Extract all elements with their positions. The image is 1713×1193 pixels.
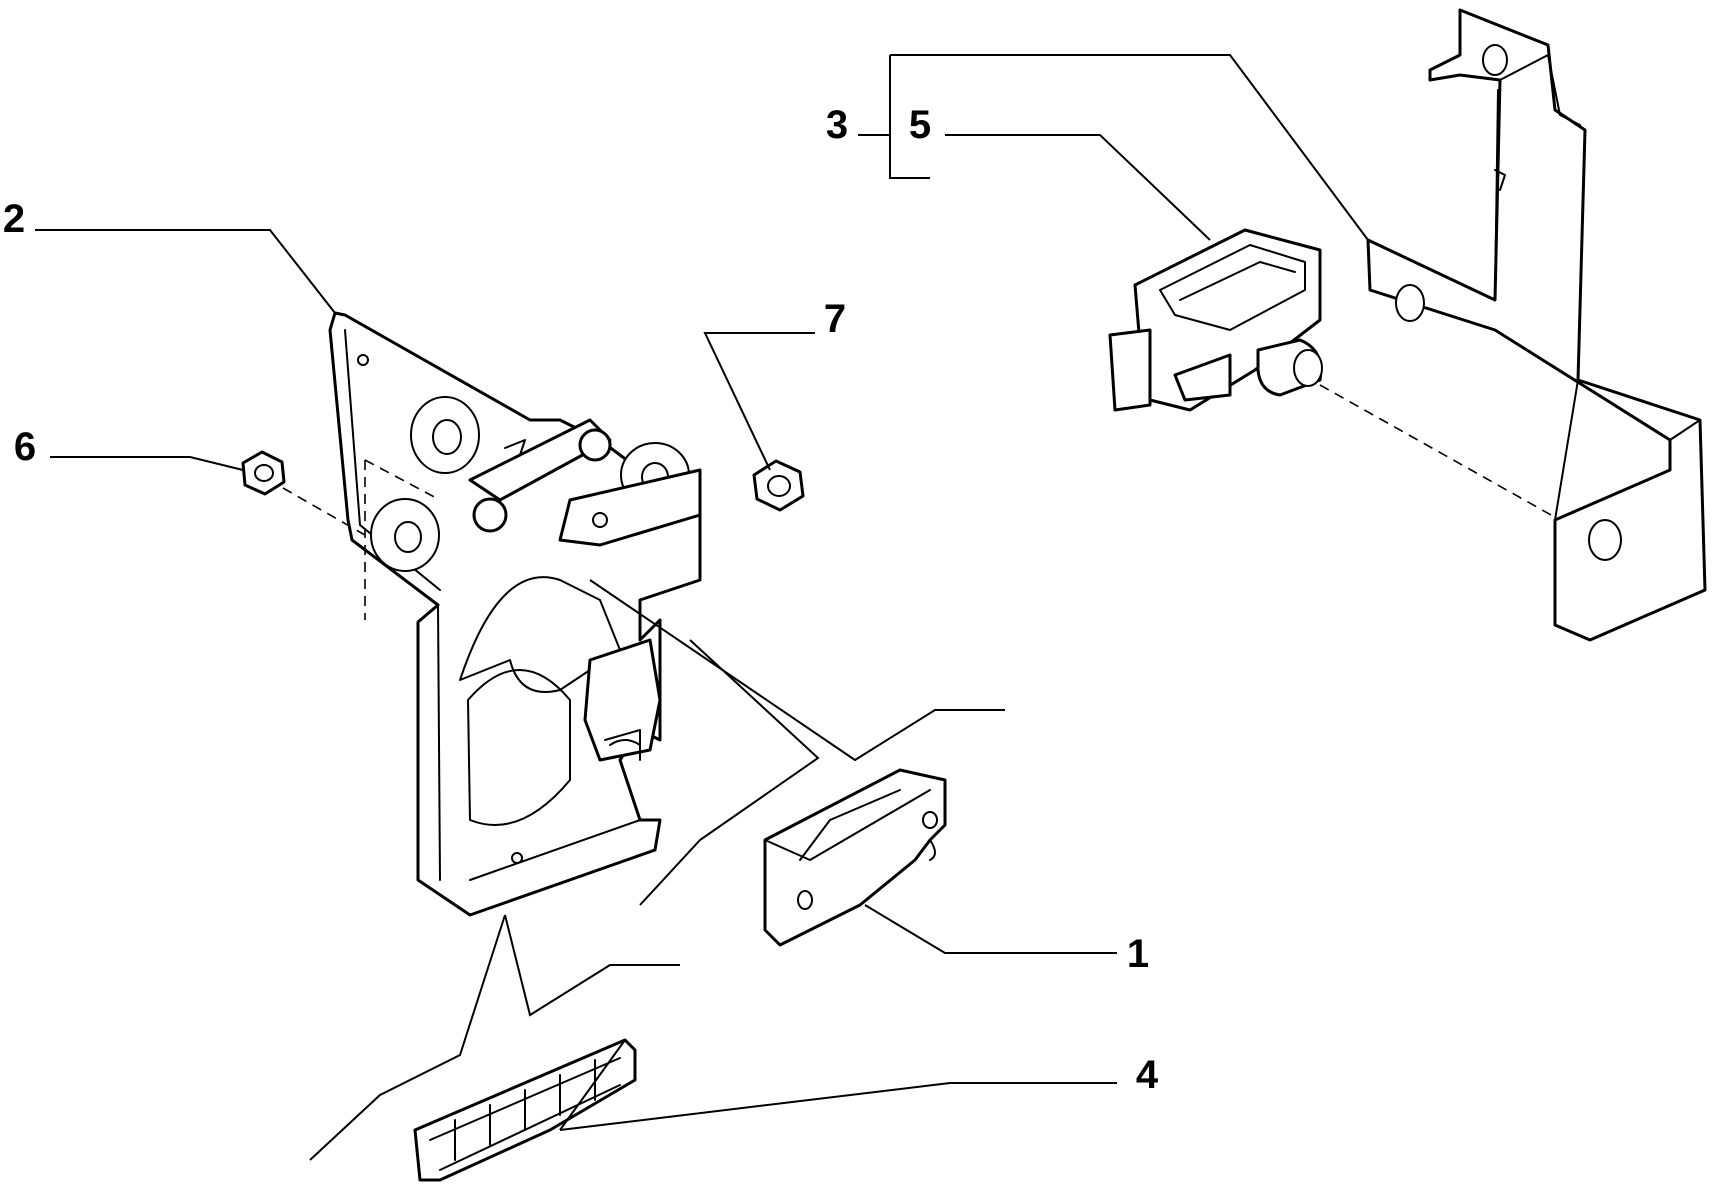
- callout-2: 2: [3, 197, 25, 241]
- main-mounting-plate: [328, 311, 702, 917]
- callout-1: 1: [1127, 932, 1149, 976]
- callout-7: 7: [824, 297, 846, 341]
- callout-labels: 1 2 3 4 5 6 7: [3, 103, 1159, 1097]
- sensor-housing: [1108, 228, 1561, 521]
- callout-5: 5: [909, 103, 931, 147]
- leader-lines: [35, 54, 1369, 1161]
- callout-4: 4: [1136, 1053, 1159, 1097]
- callout-3: 3: [826, 103, 848, 147]
- nut-6: [241, 450, 366, 536]
- nut-7: [752, 459, 805, 512]
- large-bracket: [1366, 8, 1707, 642]
- hinge-strip: [413, 1038, 637, 1182]
- small-bracket: [763, 768, 947, 947]
- callout-6: 6: [14, 425, 36, 469]
